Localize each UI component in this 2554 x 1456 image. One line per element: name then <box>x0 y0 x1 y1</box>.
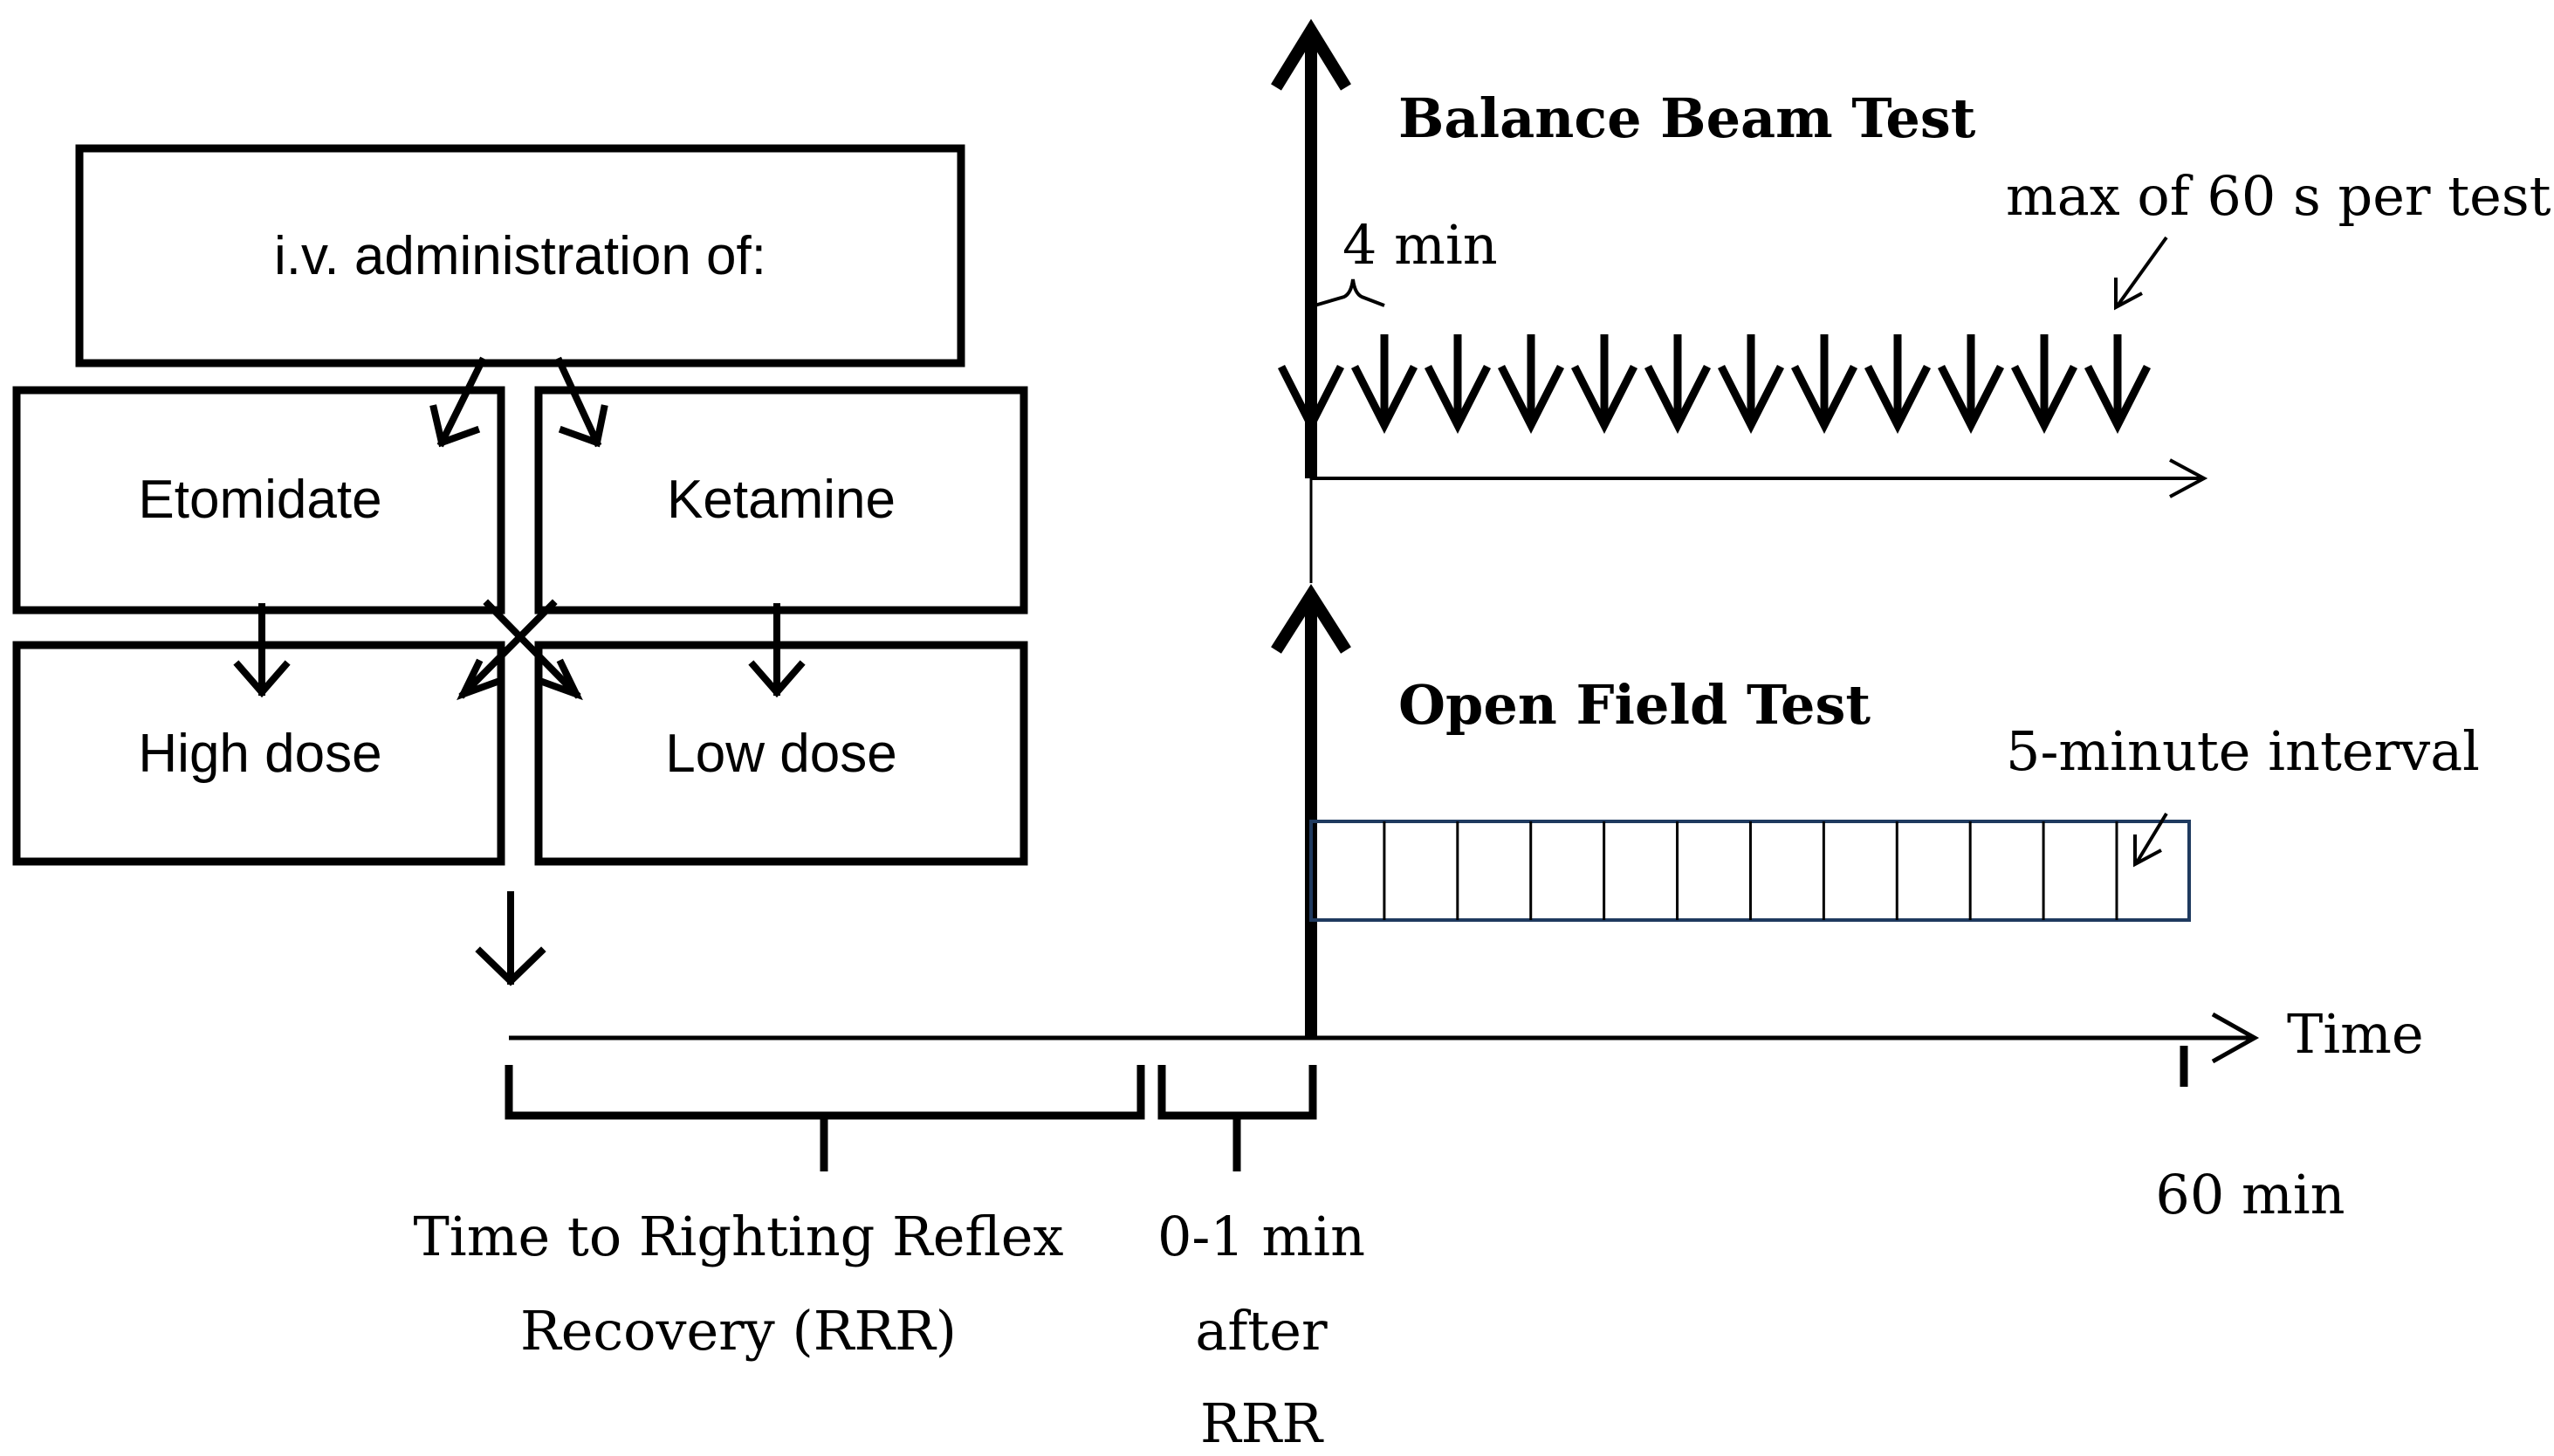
after-rrr-label-line1: 0-1 min <box>1157 1205 1365 1268</box>
time-axis-label: Time <box>2287 1002 2424 1066</box>
etomidate-label: Etomidate <box>138 470 381 530</box>
arrow-to-timeline-icon <box>475 891 546 986</box>
after-rrr-bracket <box>1157 1065 1317 1120</box>
ketamine-box <box>534 386 1028 615</box>
time-axis-arrowhead-icon <box>2211 1012 2260 1064</box>
low-dose-box <box>534 641 1028 866</box>
low-dose-label: Low dose <box>665 724 896 784</box>
balance-test-arrow-icon <box>2084 334 2152 434</box>
arrow-to-etomidate-icon <box>429 356 487 448</box>
open-field-interval-pointer-icon <box>2133 812 2168 868</box>
test-start-axis <box>1271 18 1351 1038</box>
rrr-bracket <box>505 1065 1145 1120</box>
balance-test-arrow-icon <box>1497 334 1565 434</box>
balance-test-arrow-icon <box>1644 334 1712 434</box>
rrr-label-line1: Time to Righting Reflex <box>414 1205 1064 1268</box>
balance-test-arrow-icon <box>1277 364 1345 434</box>
balance-interval-brace-icon <box>1314 278 1385 307</box>
time-axis <box>509 1012 2260 1087</box>
balance-beam-title: Balance Beam Test <box>1398 86 1976 150</box>
balance-test-arrow-icon <box>1864 334 1932 434</box>
balance-max-label: max of 60 s per test <box>2006 164 2551 228</box>
open-field-up-arrowhead-icon <box>1271 583 1351 654</box>
timeline-brackets <box>505 1065 1317 1171</box>
arrow-etomidate-to-high-icon <box>233 603 291 698</box>
balance-test-arrow-icon <box>1790 334 1858 434</box>
after-rrr-label-line2: after <box>1195 1299 1328 1363</box>
balance-test-arrow-icon <box>2010 334 2078 434</box>
open-field-interval-label: 5-minute interval <box>2006 719 2480 783</box>
arrow-ketamine-to-low-icon <box>748 603 806 698</box>
balance-test-arrow-icon <box>1350 334 1418 434</box>
balance-test-arrow-icon <box>1937 334 2005 434</box>
balance-interval-label: 4 min <box>1342 213 1498 277</box>
after-rrr-label-line3: RRR <box>1200 1391 1324 1455</box>
arrow-to-ketamine-icon <box>554 356 608 448</box>
balance-test-arrow-icon <box>1717 334 1785 434</box>
rrr-label-line2: Recovery (RRR) <box>520 1299 957 1363</box>
administration-box <box>75 144 965 367</box>
high-dose-label: High dose <box>138 724 381 784</box>
balance-up-arrowhead-icon <box>1271 18 1351 91</box>
open-field-title: Open Field Test <box>1398 673 1871 737</box>
balance-test-arrow-icon <box>1424 334 1492 434</box>
balance-test-markers <box>1277 334 2152 434</box>
balance-axis-arrowhead-icon <box>2169 458 2208 498</box>
open-field-interval-bar <box>1309 820 2191 922</box>
flow-chart <box>12 144 1028 866</box>
ketamine-label: Ketamine <box>667 470 896 530</box>
administration-label: i.v. administration of: <box>274 226 766 286</box>
balance-max-pointer-icon <box>2114 236 2168 311</box>
cross-arrows-icon <box>457 599 583 701</box>
balance-time-axis <box>1311 458 2208 498</box>
flow-arrows <box>233 356 806 986</box>
balance-test-arrow-icon <box>1570 334 1638 434</box>
end-tick-label: 60 min <box>2155 1163 2345 1226</box>
